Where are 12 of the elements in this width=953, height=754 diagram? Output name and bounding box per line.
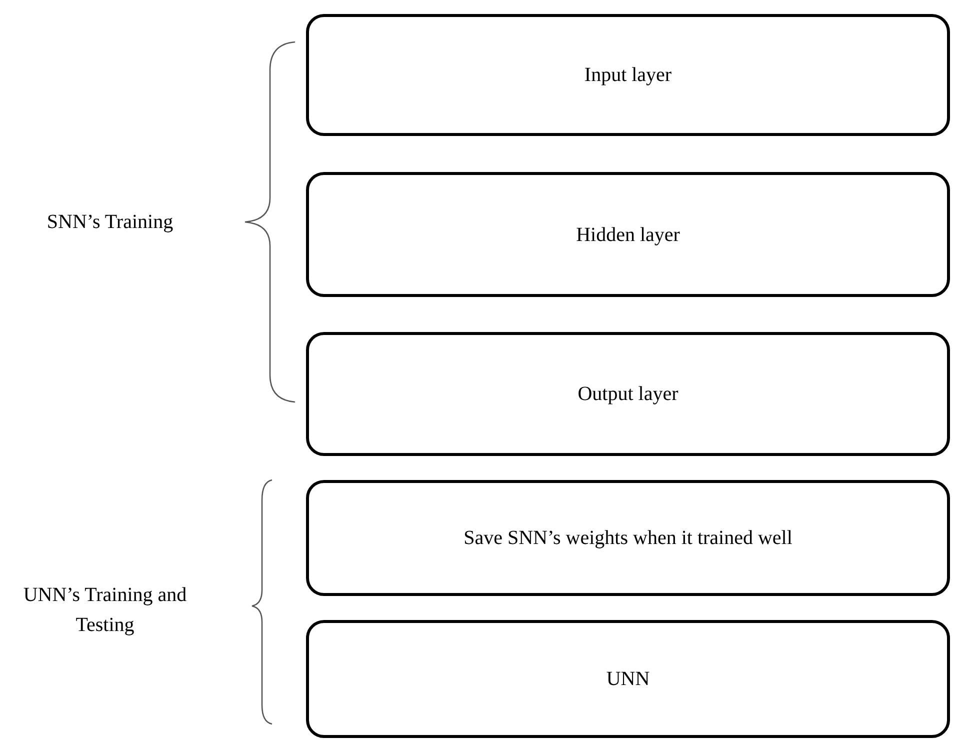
layer-box (306, 14, 950, 136)
layer-box (306, 332, 950, 456)
layer-box (306, 480, 950, 596)
box-label: Hidden layer (575, 222, 681, 248)
box-label: Input layer (583, 63, 673, 88)
box-label: Output layer (576, 382, 680, 407)
box-label: UNN (605, 667, 651, 692)
group-label: UNN’s Training and Testing (22, 583, 188, 638)
group-label: SNN’s Training (46, 210, 174, 235)
box-label: Save SNN’s weights when it trained well (462, 526, 794, 551)
layer-box (306, 172, 950, 297)
layer-box (306, 620, 950, 738)
